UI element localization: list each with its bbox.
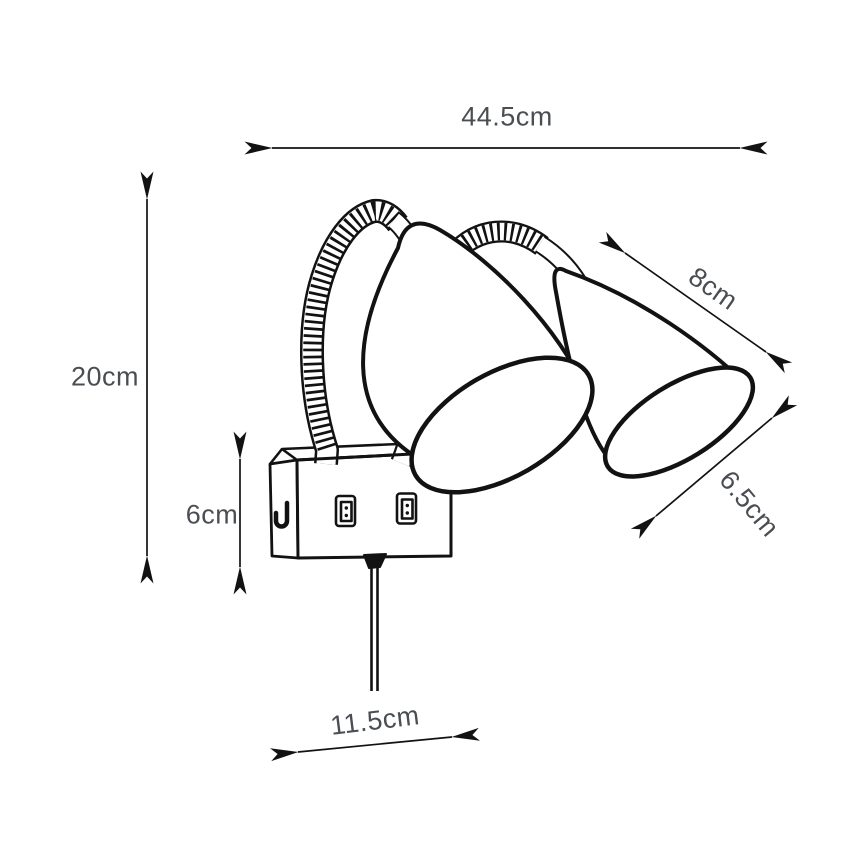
dimension-arrow-shade-diameter — [630, 395, 798, 539]
shade-left — [361, 221, 595, 495]
dimension-label-box-height: 6cm — [185, 499, 239, 530]
power-cord — [363, 553, 387, 691]
switch-right — [395, 492, 418, 525]
wall-hook-icon — [273, 500, 290, 529]
dimension-arrow-shade-length — [598, 231, 793, 374]
dimension-label-total-height: 20cm — [70, 361, 140, 392]
shade-left-rim — [409, 355, 595, 495]
wall-mount-box — [268, 440, 453, 560]
dimension-label-total-width: 44.5cm — [461, 101, 553, 132]
switch-left — [334, 494, 357, 528]
dimension-arrow-box-width — [269, 727, 481, 762]
